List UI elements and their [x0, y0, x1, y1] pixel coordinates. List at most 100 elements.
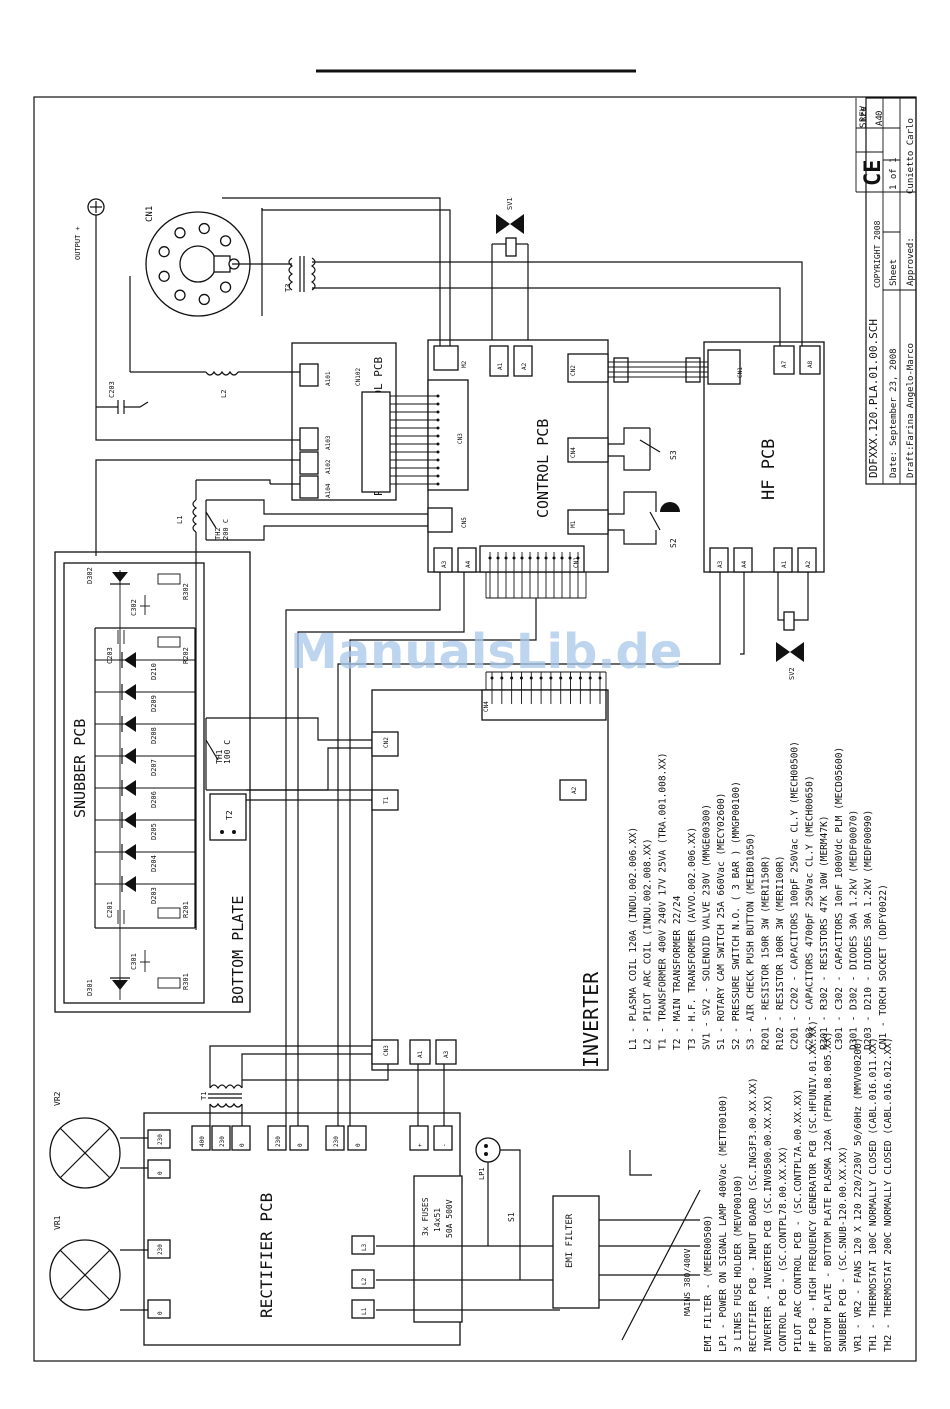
rectifier-terminal: [147, 1299, 171, 1319]
l2-label: L2: [220, 390, 228, 398]
snubber-circuit: [94, 570, 196, 1000]
rectifier-terminal-label: 230: [157, 1134, 164, 1145]
watermark: ManualsLib.de: [290, 624, 682, 680]
th1-value: 100 C: [223, 740, 232, 764]
rectifier-terminal-label: 230: [157, 1244, 164, 1255]
legend-line: D301 - D302 - DIODES 30A 1.2kV (MEDF0007…: [849, 810, 860, 1050]
inv-a1-label: A1: [417, 1050, 424, 1058]
legend-line: R201 - RESISTOR 150R 3W (MERI150R): [760, 856, 771, 1050]
rectifier-terminal: [147, 1159, 171, 1179]
title-rev-label: REV: [859, 105, 869, 122]
control-cn4: [567, 437, 609, 463]
d302-label: D302: [86, 567, 94, 584]
fuses-label-2: 14x51: [433, 1208, 442, 1232]
legend-line: S3 - AIR CHECK PUSH BUTTON (MEIB01050): [746, 833, 757, 1050]
t2-transformer: [209, 793, 247, 841]
inv-t1-label: T1: [383, 796, 390, 804]
control-a1: [489, 345, 509, 377]
l1-coil: [192, 480, 198, 930]
d210-label: D210: [150, 663, 158, 680]
rectifier-terminal: [267, 1125, 287, 1151]
ce-mark: CE: [861, 160, 886, 187]
title-approved: Cunietto Carlo: [906, 118, 916, 194]
d206-label: D206: [150, 791, 158, 808]
t3-transformer: [288, 256, 316, 292]
rectifier-terminal-label: L3: [361, 1243, 368, 1251]
hf-a8-label: A8: [807, 360, 814, 368]
t1-transformer: [208, 1045, 372, 1126]
title-sheet-label: Sheet: [889, 259, 899, 286]
t2-label: T2: [225, 810, 234, 820]
th2-label: TH2: [214, 527, 222, 540]
rectifier-terminal: [211, 1125, 231, 1151]
d301-label: D301: [86, 979, 94, 996]
rectifier-terminal: [409, 1125, 429, 1151]
legend-line: C203 - CAPACITORS 4700pF 250Vac CL.Y (ME…: [804, 775, 815, 1050]
s3-label: S3: [669, 450, 678, 460]
legend-line: L2 - PILOT ARC COIL (INDU.002.008.XX): [643, 838, 654, 1050]
s2-label: S2: [669, 538, 678, 548]
title-date: September 23, 2008: [889, 348, 899, 446]
sheet-border: [33, 96, 917, 1362]
control-m1: [567, 509, 609, 535]
rectifier-terminal-label: 0: [355, 1143, 362, 1147]
hf-a3: [709, 547, 729, 573]
legend-line: L1 - PLASMA COIL 120A (INDU.002.006.XX): [628, 827, 639, 1050]
title-copyright: COPYRIGHT 2008: [873, 220, 882, 288]
hf-cn1: [707, 349, 741, 385]
c203-label: C203: [108, 381, 116, 398]
legend-line: PILOT ARC CONTROL PCB - (SC.CONTPL7A.00.…: [793, 1089, 804, 1352]
d207-label: D207: [150, 759, 158, 776]
control-cn1: [479, 545, 585, 573]
rectifier-terminal-label: +: [417, 1143, 424, 1147]
rectifier-terminal: [347, 1125, 367, 1151]
rectifier-terminal-label: -: [441, 1143, 448, 1147]
title-draft: Farina Angelo-Marco: [906, 343, 916, 446]
snubber-label: SNUBBER PCB: [71, 719, 89, 818]
pilot-a102: [299, 451, 319, 475]
hf-a7-label: A7: [781, 360, 788, 368]
ctl-a3-label: A3: [441, 560, 448, 568]
rectifier-terminal: [191, 1125, 211, 1151]
hf-a7: [773, 345, 795, 375]
emi-label: EMI FILTER: [565, 1213, 575, 1268]
ctl-cn1-label: CN1: [573, 557, 580, 568]
cn2-hf-bus: [608, 357, 708, 383]
legend-line: HF PCB - HIGH FREQUENCY GENERATOR PCB (S…: [808, 1020, 819, 1352]
c203-snub-label: C203: [106, 647, 114, 664]
r302-label: R302: [182, 583, 190, 600]
inverter-cn3: [371, 1039, 399, 1065]
title-date-label: Date:: [889, 451, 899, 478]
legend-line: D203 - D210 - DIODES 30A 1.2kV (MEDF0009…: [863, 810, 874, 1050]
legend-line: S2 - PRESSURE SWITCH N.O. ( 3 BAR ) (MMG…: [731, 781, 742, 1050]
lp1-label: LP1: [478, 1167, 486, 1180]
sv2-solenoid: [776, 572, 809, 662]
rectifier-terminal-label: 230: [275, 1136, 282, 1147]
r201-label: R201: [182, 901, 190, 918]
pil-a104-label: A104: [325, 483, 332, 498]
legend-line: T3 - H.F. TRANSFORMER (AVVO.002.006.XX): [687, 827, 698, 1050]
s2-pressure-switch: [608, 491, 680, 545]
pilot-a104: [299, 475, 319, 499]
hf-a2: [797, 547, 817, 573]
legend-line: R102 - RESISTOR 100R 3W (MERI100R): [775, 856, 786, 1050]
d209-label: D209: [150, 695, 158, 712]
pilot-a101: [299, 363, 319, 387]
s3-push-button: [608, 427, 661, 471]
d203-label: D203: [150, 887, 158, 904]
rectifier-terminal-label: 230: [219, 1136, 226, 1147]
emi-filter: [552, 1195, 600, 1309]
th2-value: 200 C: [222, 519, 230, 540]
control-m2: [433, 345, 459, 371]
control-a4: [457, 547, 477, 573]
ctl-a2-label: A2: [521, 362, 528, 370]
ctl-m1-label: M1: [570, 520, 577, 528]
inverter-a1: [409, 1039, 431, 1065]
l1-label: L1: [176, 516, 184, 524]
t1-label: T1: [200, 1092, 208, 1100]
rectifier-terminal: [351, 1299, 375, 1319]
ctl-a1-label: A1: [497, 362, 504, 370]
l2-coil: [130, 370, 300, 376]
sv1-solenoid: [491, 214, 529, 340]
